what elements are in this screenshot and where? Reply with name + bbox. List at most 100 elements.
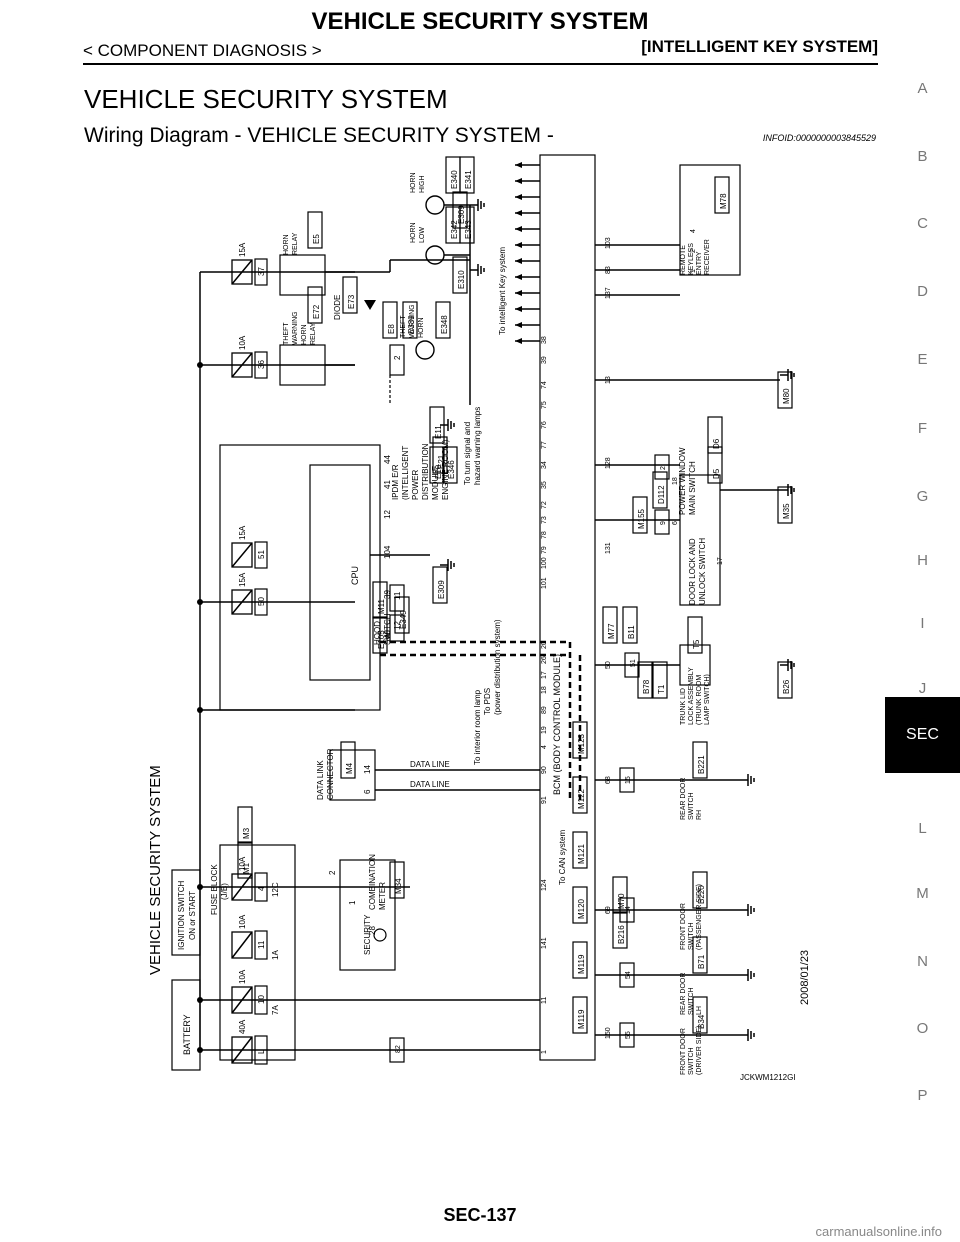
door-switch-rear-lh-conn: [692, 936, 708, 974]
ipdm-fuse-1: [231, 542, 253, 568]
bcm-conn-4-label: M122: [577, 788, 586, 809]
inline-d112: [652, 471, 668, 509]
sidebar-letter-b[interactable]: B: [917, 148, 928, 165]
sidebar-letter-m[interactable]: M: [916, 885, 929, 902]
comb-meter-conn-label: M34: [394, 878, 403, 894]
sidebar-letter-j[interactable]: J: [918, 680, 927, 697]
data-line-label: DATA LINE: [410, 760, 450, 769]
door-switch-front-pass-label-0: FRONT DOOR: [680, 903, 687, 950]
fuse-block-label: FUSE BLOCK: [210, 864, 219, 915]
inline-11: [389, 584, 405, 612]
fuse-term-1a: 1A: [271, 950, 280, 960]
bcm-top-pin-11: 11: [541, 997, 548, 1004]
ground-label-m80-label: M80: [782, 388, 791, 404]
sidebar-letter-h[interactable]: H: [917, 552, 928, 569]
theft-relay-conn-label: E72: [312, 304, 321, 319]
e339-conn: [402, 301, 418, 339]
diode-symbol: [364, 300, 376, 310]
ground-label-e21: [432, 436, 448, 474]
horn-low-label-0: HORN: [410, 222, 417, 243]
inline-b11-label: B11: [627, 625, 636, 639]
sidebar-letter-i[interactable]: I: [920, 615, 925, 632]
trunk-label-2: (TRUNK ROOM: [696, 675, 703, 725]
data-link-pin-6: 6: [363, 789, 372, 794]
ground-label-b26-label: B26: [782, 679, 791, 694]
trunk-label-3: LAMP SWITCH): [704, 674, 711, 725]
comb-meter-label: COMBINATION: [368, 854, 377, 910]
inline-t1: [652, 661, 668, 699]
sidebar-letter-d[interactable]: D: [917, 283, 928, 300]
sidebar-letter-l[interactable]: L: [918, 820, 927, 837]
bcm-top-pin-17: 17: [541, 671, 548, 679]
door-lock-pin-17: 17: [717, 557, 724, 565]
door-switch-front-drv-conn-label: B34: [697, 1014, 706, 1029]
data-line-label-2: DATA LINE: [410, 780, 450, 789]
ground-label-e21-label: E21: [437, 454, 446, 469]
inline-e105-label: E105: [377, 630, 386, 649]
power-window-conn-d6-label: D6: [712, 438, 721, 449]
remote-conn: [714, 176, 730, 214]
bcm-top-pin-19: 19: [541, 726, 548, 734]
comb-pin-28: 28: [368, 926, 377, 935]
sidebar-active-tab[interactable]: SEC: [885, 697, 960, 773]
remote-label-0: REMOTE: [680, 245, 687, 275]
door-switch-rear-rh-label-2: RH: [696, 810, 703, 820]
theft-horn-label-0: THEFT: [400, 315, 407, 338]
inline-b216: [612, 911, 628, 949]
sidebar-letter-c[interactable]: C: [917, 215, 928, 232]
ipdm-pin-44: 44: [383, 455, 392, 464]
fuse-block-conn-m3-label: M3: [242, 827, 251, 839]
ipdm-fuse-num-0: 50: [257, 597, 266, 606]
remote-pin-1: 1: [690, 269, 697, 273]
sidebar-letter-a[interactable]: A: [917, 80, 928, 97]
key-arrowhead-10: [515, 322, 522, 328]
sidebar-letter-e[interactable]: E: [917, 351, 928, 368]
relay-fuse-amp-1: 15A: [238, 242, 247, 257]
fuse-amp-1: 10A: [238, 969, 247, 984]
horn-relay-label-1: RELAY: [292, 232, 299, 255]
relay-fuse-1-element: [231, 259, 253, 285]
fuse-block-box: [219, 844, 296, 1061]
pds-label-2: (power distribution system): [493, 619, 502, 715]
trunk-conn-label: T5: [692, 639, 701, 649]
door-switch-front-drv-label-0: FRONT DOOR: [680, 1028, 687, 1075]
sidebar-letter-o[interactable]: O: [916, 1020, 929, 1037]
pds-label: To PDS: [483, 688, 492, 715]
sidebar-letter-g[interactable]: G: [916, 488, 929, 505]
door-lock-label: DOOR LOCK AND: [688, 538, 697, 605]
sidebar-letter-f[interactable]: F: [917, 420, 928, 437]
key-arrowhead-6: [515, 258, 522, 264]
info-id: INFOID:0000000003845529: [762, 133, 876, 143]
bcm-conn-0: [572, 996, 588, 1034]
ipdm-fuse-amp-0: 15A: [238, 572, 247, 587]
remote-pin-4: 4: [690, 229, 697, 233]
fuse-3: [231, 873, 253, 901]
ipdm-fuse-0-element: [231, 589, 253, 615]
bcm-top-pin-35: 35: [541, 481, 548, 489]
horn-high-conn-0-label: E340: [450, 170, 459, 189]
horn-low-label-1: LOW: [419, 227, 426, 243]
wiring-diagram: VEHICLE SECURITY SYSTEM2008/01/23JCKWM12…: [147, 154, 811, 1082]
fuse-block-conn-m3: [237, 806, 253, 844]
horn-high-label-0: HORN: [410, 172, 417, 193]
fuse-block-conn-m1-label: M1: [242, 862, 251, 874]
ipdm-conn-e346-label: E346: [447, 460, 456, 479]
cpu-label: CPU: [350, 566, 360, 585]
ipdm-label-1: (INTELLIGENT: [401, 446, 410, 500]
door-switch-rear-lh-label-2: LH: [696, 1006, 703, 1015]
bcm-bottom-pin-150: 150: [605, 1027, 612, 1039]
comb-meter-label-2: METER: [378, 882, 387, 910]
section-title: VEHICLE SECURITY SYSTEM: [84, 84, 448, 114]
fuse-num-box-1: [254, 985, 268, 1015]
breadcrumb: < COMPONENT DIAGNOSIS >: [83, 41, 322, 60]
theft-relay-label-3: RELAY: [310, 322, 317, 345]
sidebar-letter-p[interactable]: P: [917, 1087, 928, 1104]
remote-label-1: KEYLESS: [688, 243, 695, 275]
inline-9-num: 9: [660, 521, 667, 525]
sidebar-letter-n[interactable]: N: [917, 953, 928, 970]
ipdm-conn-e10-label: E10: [434, 464, 443, 479]
theft-horn-conn-0: [435, 301, 451, 339]
inline-t1-label: T1: [657, 684, 666, 694]
door-switch-front-drv-conn: [692, 996, 708, 1034]
page-header-title: VEHICLE SECURITY SYSTEM: [311, 8, 649, 35]
